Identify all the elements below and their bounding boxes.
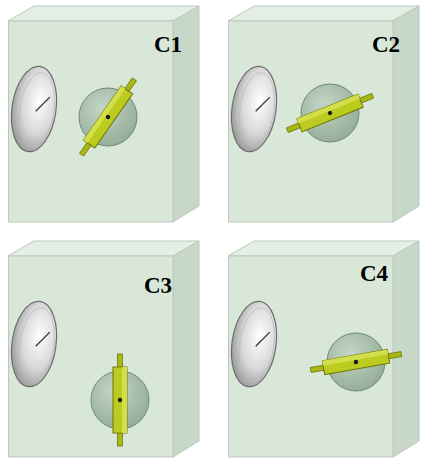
apparatus-box: C1 bbox=[8, 5, 200, 223]
dish-antenna bbox=[228, 63, 282, 154]
cube-illustration bbox=[228, 240, 420, 458]
apparatus-box: C2 bbox=[228, 5, 420, 223]
sample-bar bbox=[113, 354, 127, 446]
target-disk bbox=[301, 84, 359, 142]
apparatus-box: C3 bbox=[8, 240, 200, 458]
case-label: C3 bbox=[144, 274, 172, 297]
cube-illustration bbox=[8, 240, 200, 458]
sample-bar bbox=[76, 75, 140, 158]
apparatus-box: C4 bbox=[228, 240, 420, 458]
dish-antenna bbox=[8, 298, 62, 389]
case-label: C4 bbox=[360, 262, 388, 285]
dish-antenna bbox=[228, 298, 282, 389]
case-label: C1 bbox=[154, 33, 182, 56]
case-label: C2 bbox=[372, 33, 400, 56]
sample-bar bbox=[285, 89, 376, 136]
sample-bar bbox=[309, 347, 402, 377]
dish-antenna bbox=[8, 63, 62, 154]
